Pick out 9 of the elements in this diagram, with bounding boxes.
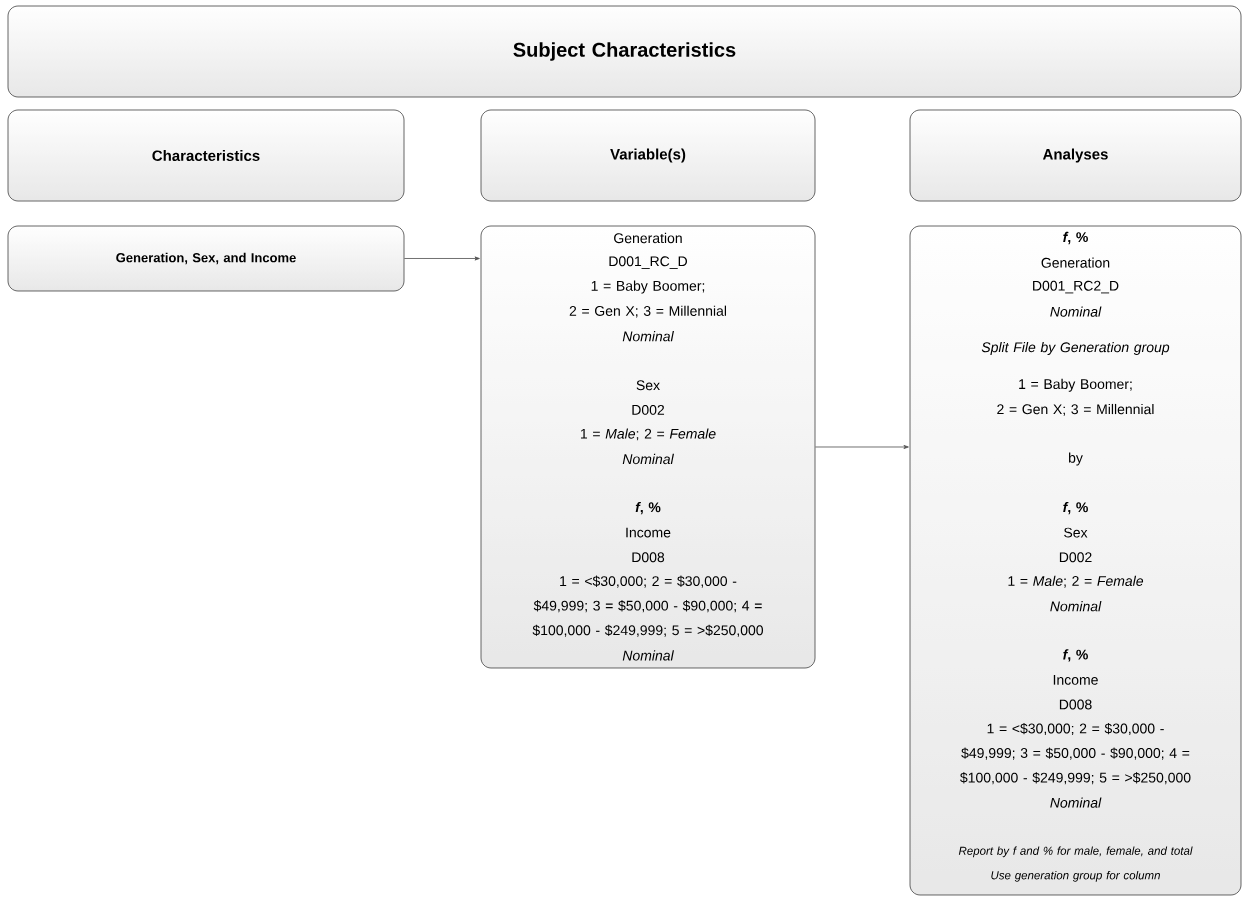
column-header-box: Analyses (909, 109, 1242, 202)
variable-list-box: f, % Generation D001_RC2_D Nominal Split File by Generation group 1 = Baby Boomer; 2 = Gen X; 3 = Millennial by f, % Sex D002 1 = Male; 2 = Female Nominal f, % Income D008 1 = <$30,000; 2 = $30,000 - $49,999; 3 = $50,000 - $90,000; 4 = $100,000 - $249,999; 5 = >$250,000 Nominal Report by f and % for male, female, and total Use generation group for column (909, 225, 1242, 896)
column-header-box: Variable(s) (480, 109, 816, 202)
column-header-box: Characteristics (7, 109, 405, 202)
arrow (404, 256, 480, 261)
title-box: Subject Characteristics (7, 5, 1242, 98)
characteristic-box: Generation, Sex, and Income (7, 225, 405, 292)
variable-list-box: Generation D001_RC_D 1 = Baby Boomer; 2 = Gen X; 3 = Millennial Nominal Sex D002 1 = Male; 2 = Female Nominal f, % Income D008 1 = <$30,000; 2 = $30,000 - $49,999; 3 = $50,000 - $90,000; 4 = $100,000 - $249,999; 5 = >$250,000 Nominal (480, 225, 816, 669)
arrow (815, 445, 909, 449)
